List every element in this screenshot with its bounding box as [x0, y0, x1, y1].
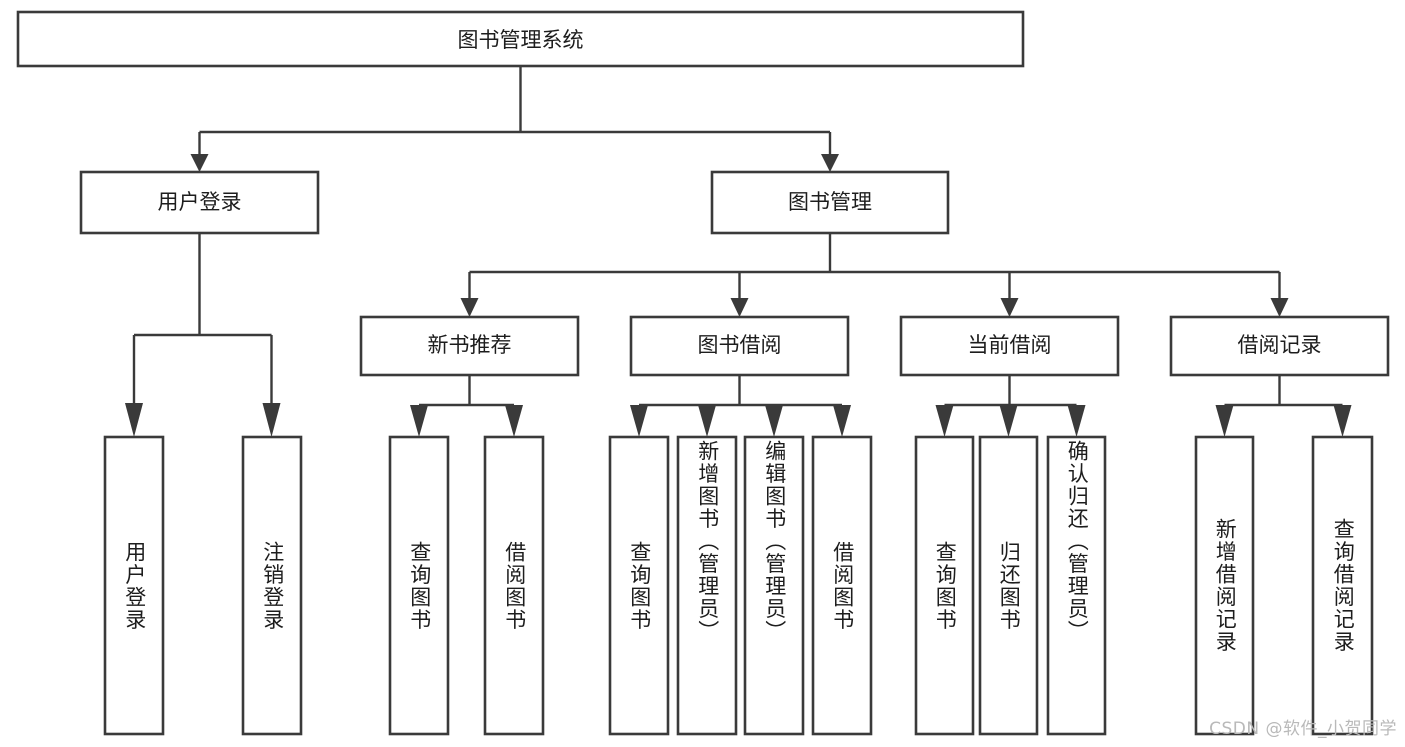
arrow-records-to-add: [1215, 405, 1234, 437]
arrow-records-to-query: [1333, 405, 1352, 437]
arrow-bookmgmt-to-newbook: [460, 298, 479, 317]
leaf-user-login-box[interactable]: [103, 435, 165, 736]
node-current[interactable]: 当前借阅: [899, 315, 1120, 377]
node-root-box[interactable]: [16, 10, 1025, 68]
arrow-root-to-bookmgmt: [821, 154, 839, 172]
node-current-label: 当前借阅: [968, 333, 1052, 357]
arrow-newbook-to-borrow: [505, 405, 523, 437]
node-root[interactable]: 图书管理系统: [16, 10, 1025, 68]
arrow-current-to-query: [935, 405, 954, 437]
leaf-record-add-box[interactable]: [1194, 435, 1255, 736]
node-newbook-label: 新书推荐: [428, 333, 512, 357]
leaf-boxes-layer: [103, 435, 1374, 736]
arrow-borrow-to-edit: [765, 405, 783, 437]
node-borrow[interactable]: 图书借阅: [629, 315, 850, 377]
leaf-record-query-box[interactable]: [1311, 435, 1374, 736]
arrow-bookmgmt-to-current: [1000, 298, 1019, 317]
leaf-current-return-box[interactable]: [978, 435, 1039, 736]
arrow-borrow-to-add: [698, 405, 716, 437]
node-newbook-box[interactable]: [359, 315, 580, 377]
node-records-box[interactable]: [1169, 315, 1390, 377]
leaf-borrow-edit-box[interactable]: [743, 435, 805, 736]
leaf-current-confirm-box[interactable]: [1046, 435, 1107, 736]
node-bookmgmt-label: 图书管理: [788, 190, 872, 214]
arrow-login-to-leaf1: [125, 403, 143, 437]
node-current-box[interactable]: [899, 315, 1120, 377]
connector-layer: [125, 66, 1352, 437]
arrow-current-to-confirm: [1067, 405, 1086, 437]
arrow-newbook-to-query: [410, 405, 428, 437]
node-root-label: 图书管理系统: [458, 28, 584, 52]
node-login-label: 用户登录: [158, 190, 242, 214]
node-borrow-label: 图书借阅: [698, 333, 782, 357]
arrow-borrow-to-query: [630, 405, 648, 437]
leaf-borrow-add-box[interactable]: [676, 435, 738, 736]
leaf-borrow-query-box[interactable]: [608, 435, 670, 736]
node-bookmgmt-box[interactable]: [710, 170, 950, 235]
arrow-login-to-leaf2: [262, 403, 281, 437]
node-records-label: 借阅记录: [1238, 333, 1322, 357]
node-newbook[interactable]: 新书推荐: [359, 315, 580, 377]
arrow-bookmgmt-to-borrow: [730, 298, 749, 317]
node-bookmgmt[interactable]: 图书管理: [710, 170, 950, 235]
node-login[interactable]: 用户登录: [79, 170, 320, 235]
node-records[interactable]: 借阅记录: [1169, 315, 1390, 377]
node-login-box[interactable]: [79, 170, 320, 235]
csdn-watermark: CSDN @软件_小贺同学: [1209, 719, 1397, 739]
leaf-borrow-lend-box[interactable]: [811, 435, 873, 736]
arrow-root-to-login: [190, 154, 209, 172]
arrow-current-to-return: [999, 405, 1018, 437]
arrow-borrow-to-lend: [833, 405, 851, 437]
arrow-bookmgmt-to-records: [1270, 298, 1289, 317]
leaf-user-logout-box[interactable]: [241, 435, 303, 736]
leaf-current-query-box[interactable]: [914, 435, 975, 736]
node-borrow-box[interactable]: [629, 315, 850, 377]
leaf-new-borrow-box[interactable]: [483, 435, 545, 736]
leaf-new-query-box[interactable]: [388, 435, 450, 736]
